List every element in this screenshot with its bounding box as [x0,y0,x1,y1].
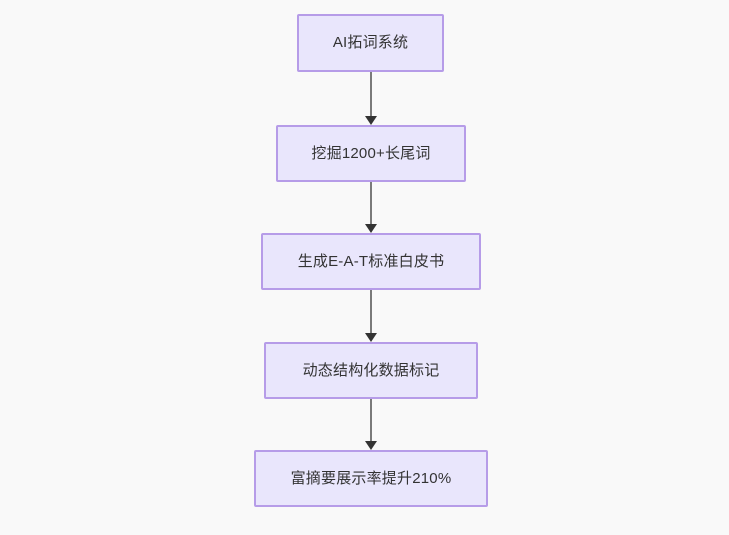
flow-node-mine-longtail-keywords[interactable]: 挖掘1200+长尾词 [276,125,466,182]
edge-line [370,290,372,333]
flow-edge-2-to-3 [365,182,377,233]
edge-line [370,399,372,441]
flow-node-label: 富摘要展示率提升210% [290,469,452,487]
edge-line [370,182,372,224]
flow-node-rich-snippet-impression-lift[interactable]: 富摘要展示率提升210% [254,450,488,507]
arrowhead-icon [365,333,377,342]
flow-node-label: 挖掘1200+长尾词 [311,144,431,162]
arrowhead-icon [365,224,377,233]
flow-edge-1-to-2 [365,72,377,125]
edge-line [370,72,372,116]
flow-edge-3-to-4 [365,290,377,342]
flow-node-dynamic-structured-data-markup[interactable]: 动态结构化数据标记 [264,342,478,399]
flow-node-label: 动态结构化数据标记 [302,361,440,379]
flow-node-label: AI拓词系统 [332,34,409,51]
flow-edge-4-to-5 [365,399,377,450]
flow-node-generate-eat-whitepaper[interactable]: 生成E-A-T标准白皮书 [261,233,481,290]
arrowhead-icon [365,116,377,125]
flow-node-ai-keyword-system[interactable]: AI拓词系统 [297,14,444,72]
arrowhead-icon [365,441,377,450]
flow-node-label: 生成E-A-T标准白皮书 [297,252,445,270]
